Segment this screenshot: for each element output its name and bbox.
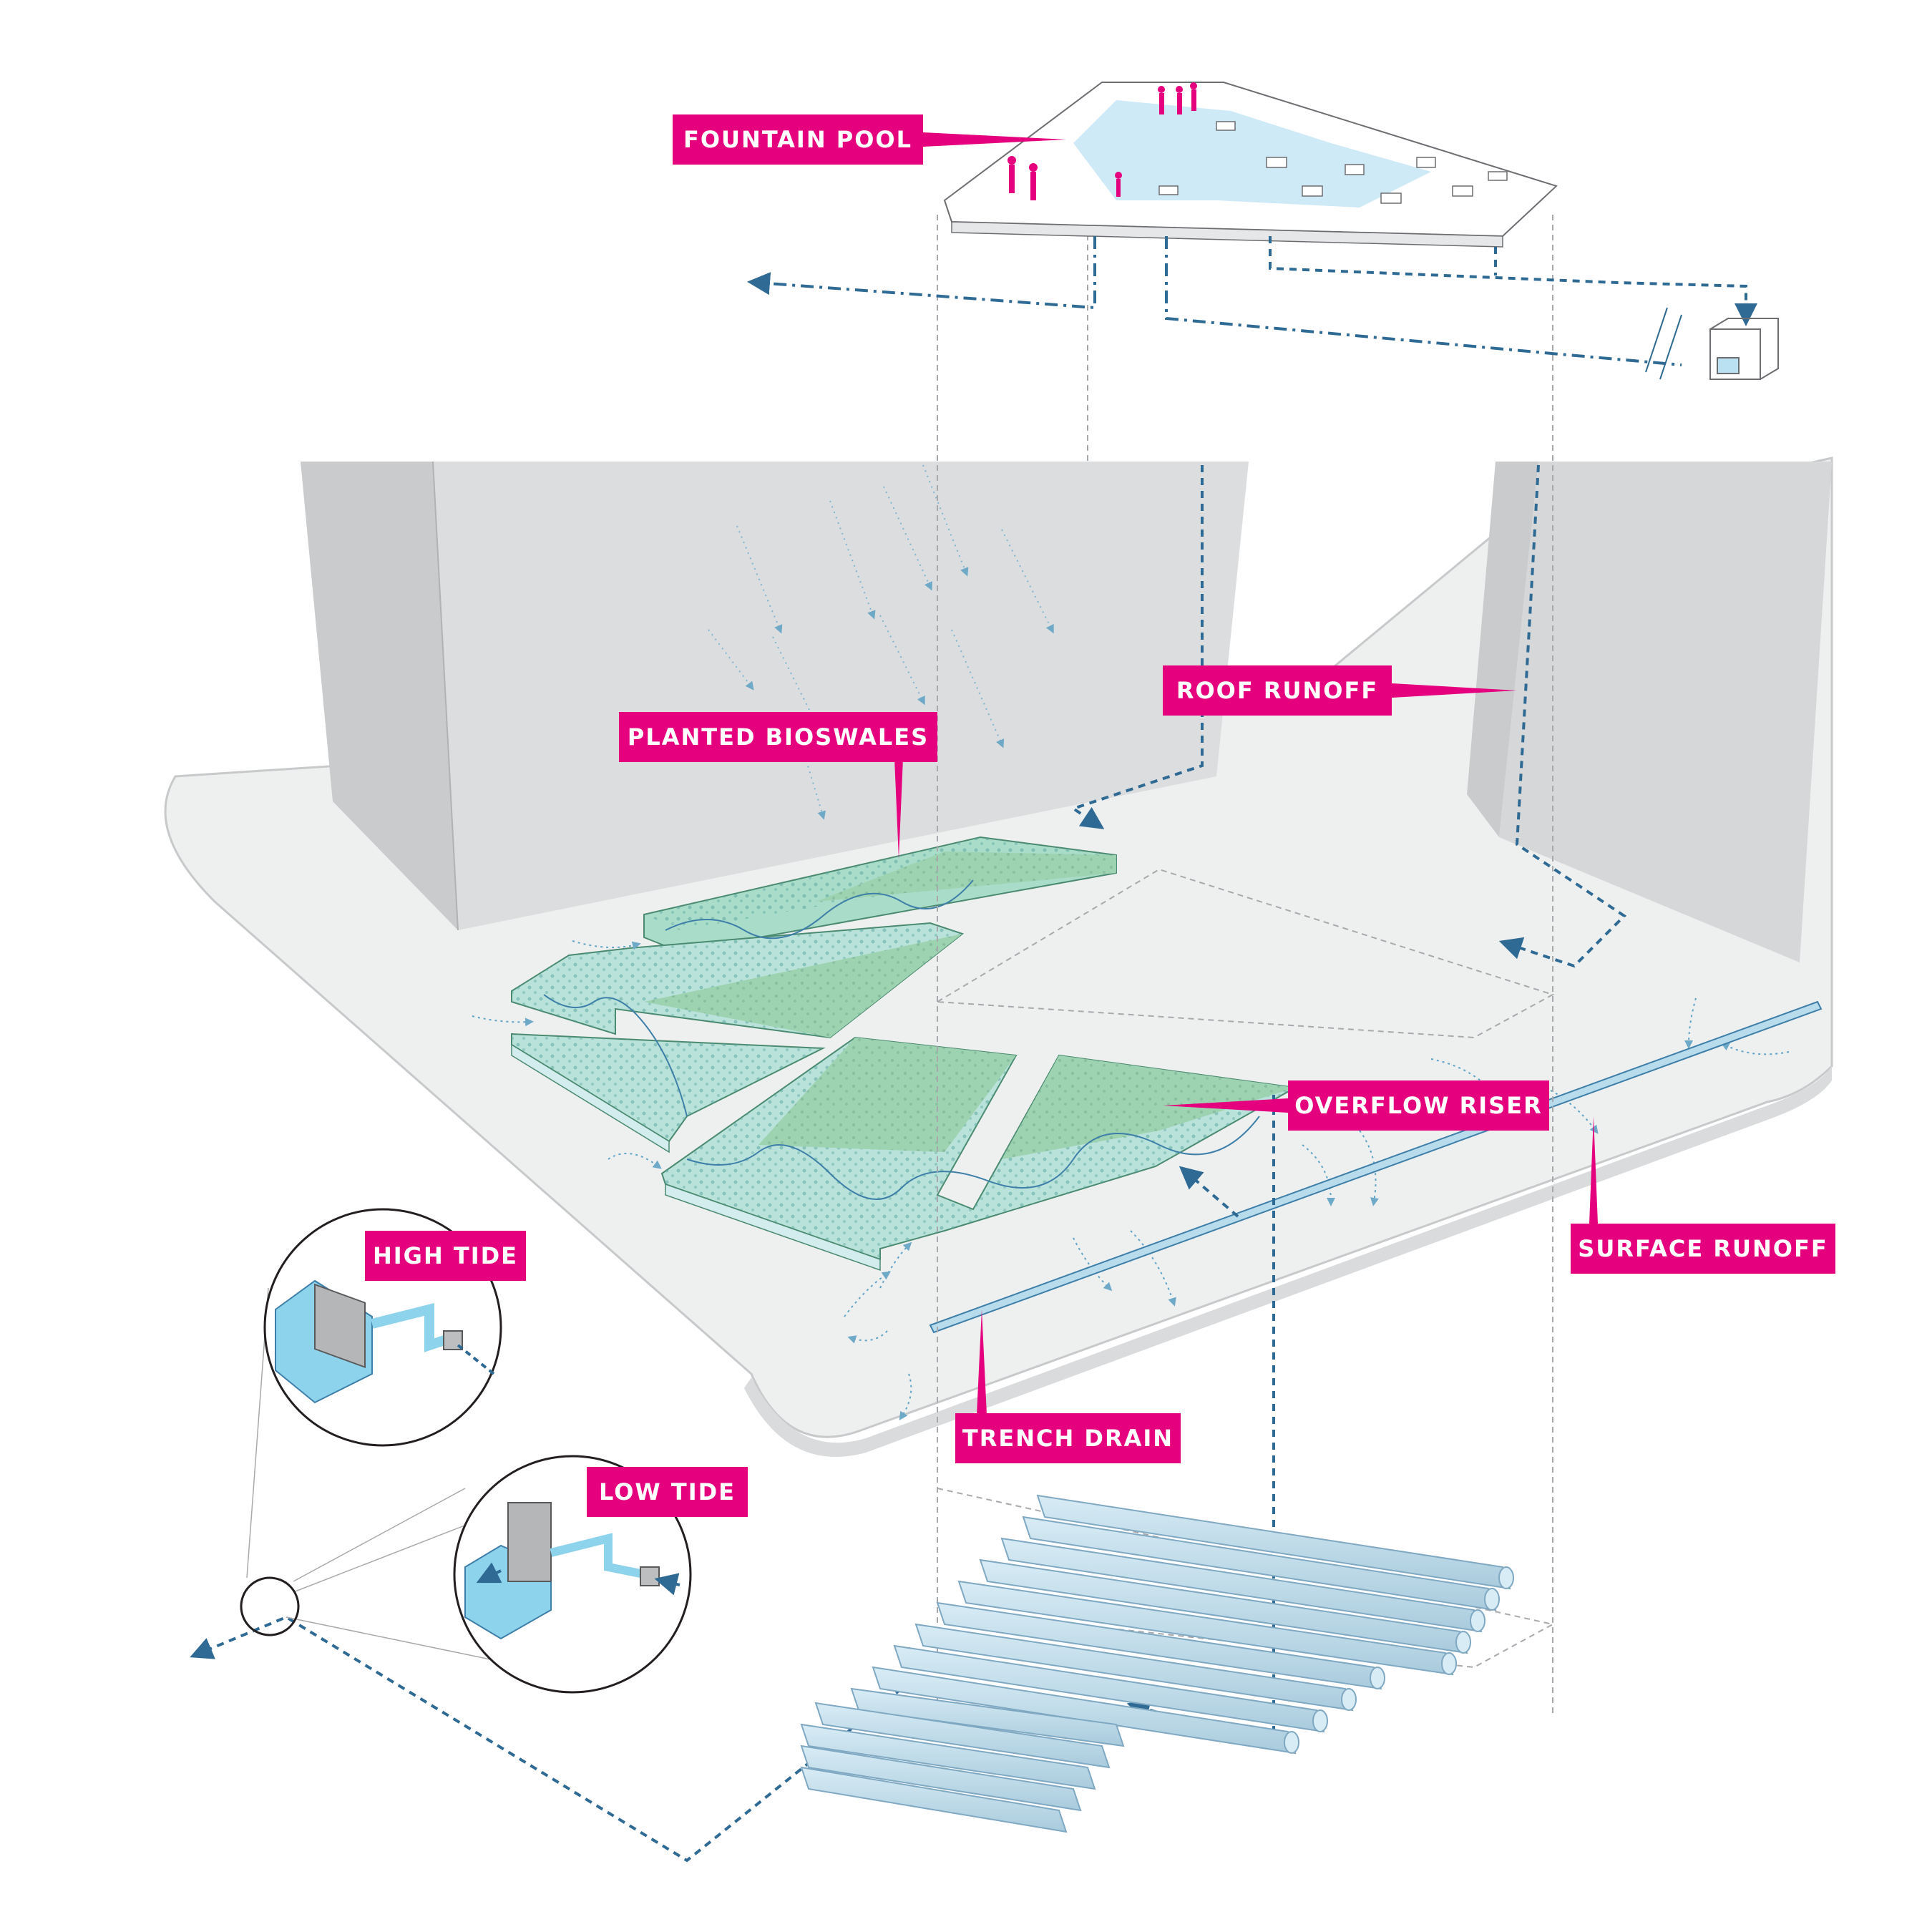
outfall-line	[190, 1615, 903, 1863]
building-left	[301, 461, 1249, 931]
fountain-piping	[747, 236, 1757, 366]
label-roof-runoff: ROOF RUNOFF	[1163, 665, 1392, 716]
label-surface-runoff: SURFACE RUNOFF	[1571, 1224, 1835, 1274]
roof-downspouts	[1070, 464, 1627, 968]
label-trench-drain: TRENCH DRAIN	[955, 1413, 1181, 1463]
building-right	[1467, 462, 1832, 962]
surface-runoff-arrows	[472, 940, 1790, 1420]
storage-tank	[1709, 318, 1779, 380]
storage-pipes	[800, 1494, 1514, 1833]
label-fountain-pool: FOUNTAIN POOL	[673, 114, 923, 165]
break-symbol	[1645, 307, 1682, 380]
tide-insets	[240, 1208, 692, 1694]
label-high-tide: HIGH TIDE	[365, 1231, 526, 1281]
fountain-pool	[943, 82, 1558, 248]
label-leaders	[894, 132, 1599, 1415]
label-low-tide: LOW TIDE	[587, 1467, 748, 1517]
label-overflow-riser: OVERFLOW RISER	[1288, 1080, 1549, 1131]
planted-bioswales	[511, 836, 1298, 1272]
label-planted-bioswales: PLANTED BIOSWALES	[619, 712, 937, 762]
